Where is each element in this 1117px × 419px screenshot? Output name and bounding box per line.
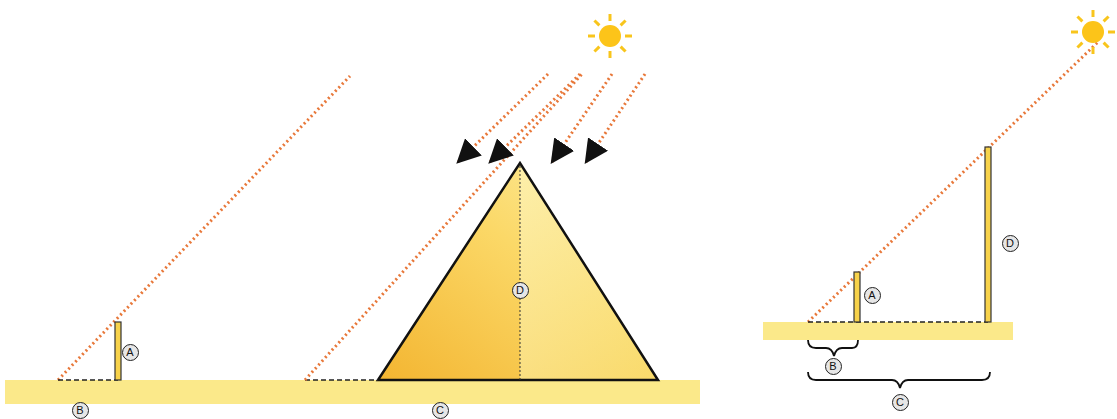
callout-letter: D bbox=[512, 282, 529, 299]
sun-ray-stroke bbox=[594, 47, 599, 52]
sun-ray bbox=[458, 74, 548, 162]
ground bbox=[5, 380, 700, 404]
ground bbox=[763, 322, 1013, 340]
callout-text: D bbox=[1006, 238, 1014, 249]
callout-text: A bbox=[126, 347, 133, 358]
sun-ray bbox=[490, 74, 580, 162]
sun-ray-stroke bbox=[621, 20, 626, 25]
sun-ray-stroke bbox=[588, 35, 595, 38]
sun-ray bbox=[808, 42, 1098, 322]
pyramid-outline bbox=[378, 163, 658, 380]
sun-ray bbox=[58, 76, 350, 380]
sun-ray bbox=[305, 74, 582, 380]
callout-text: C bbox=[436, 405, 444, 416]
sun-ray-stroke bbox=[609, 14, 612, 21]
sun-ray-stroke bbox=[1092, 10, 1095, 17]
callout-letter: B bbox=[72, 402, 89, 419]
callout-text: B bbox=[76, 405, 83, 416]
sun-disc bbox=[599, 25, 621, 47]
sun-ray-stroke bbox=[1077, 16, 1082, 21]
sun-ray-stroke bbox=[609, 51, 612, 58]
shadow-line bbox=[305, 379, 378, 381]
shadow-line bbox=[808, 321, 988, 323]
callout-letter: D bbox=[1002, 235, 1019, 252]
pole bbox=[985, 147, 991, 322]
callout-text: C bbox=[896, 397, 904, 408]
sun-ray-stroke bbox=[1077, 43, 1082, 48]
sun-ray-stroke bbox=[1108, 31, 1115, 34]
sun bbox=[588, 14, 632, 58]
callout-letter: A bbox=[864, 287, 881, 304]
callout-text: B bbox=[829, 361, 836, 372]
brace bbox=[808, 340, 858, 356]
pyramid bbox=[378, 163, 658, 380]
sun-ray-stroke bbox=[1092, 47, 1095, 54]
callout-letter: B bbox=[825, 358, 842, 375]
sun-ray-stroke bbox=[1071, 31, 1078, 34]
shadow-line bbox=[58, 379, 118, 381]
sun-ray-stroke bbox=[625, 35, 632, 38]
callout-letter: A bbox=[122, 344, 139, 361]
sun-ray-stroke bbox=[1104, 43, 1109, 48]
callout-letter: C bbox=[432, 402, 449, 419]
sun-ray-stroke bbox=[621, 47, 626, 52]
callout-text: D bbox=[516, 285, 524, 296]
callout-letter: C bbox=[892, 394, 909, 411]
sun-ray-stroke bbox=[594, 20, 599, 25]
sun-disc bbox=[1082, 21, 1104, 43]
sun bbox=[1071, 10, 1115, 54]
callout-text: A bbox=[868, 290, 875, 301]
sun-ray bbox=[552, 74, 612, 162]
height-line bbox=[520, 166, 521, 380]
sun-ray bbox=[586, 74, 645, 162]
sun-ray-stroke bbox=[1104, 16, 1109, 21]
stick bbox=[854, 272, 860, 322]
stick bbox=[115, 322, 121, 380]
